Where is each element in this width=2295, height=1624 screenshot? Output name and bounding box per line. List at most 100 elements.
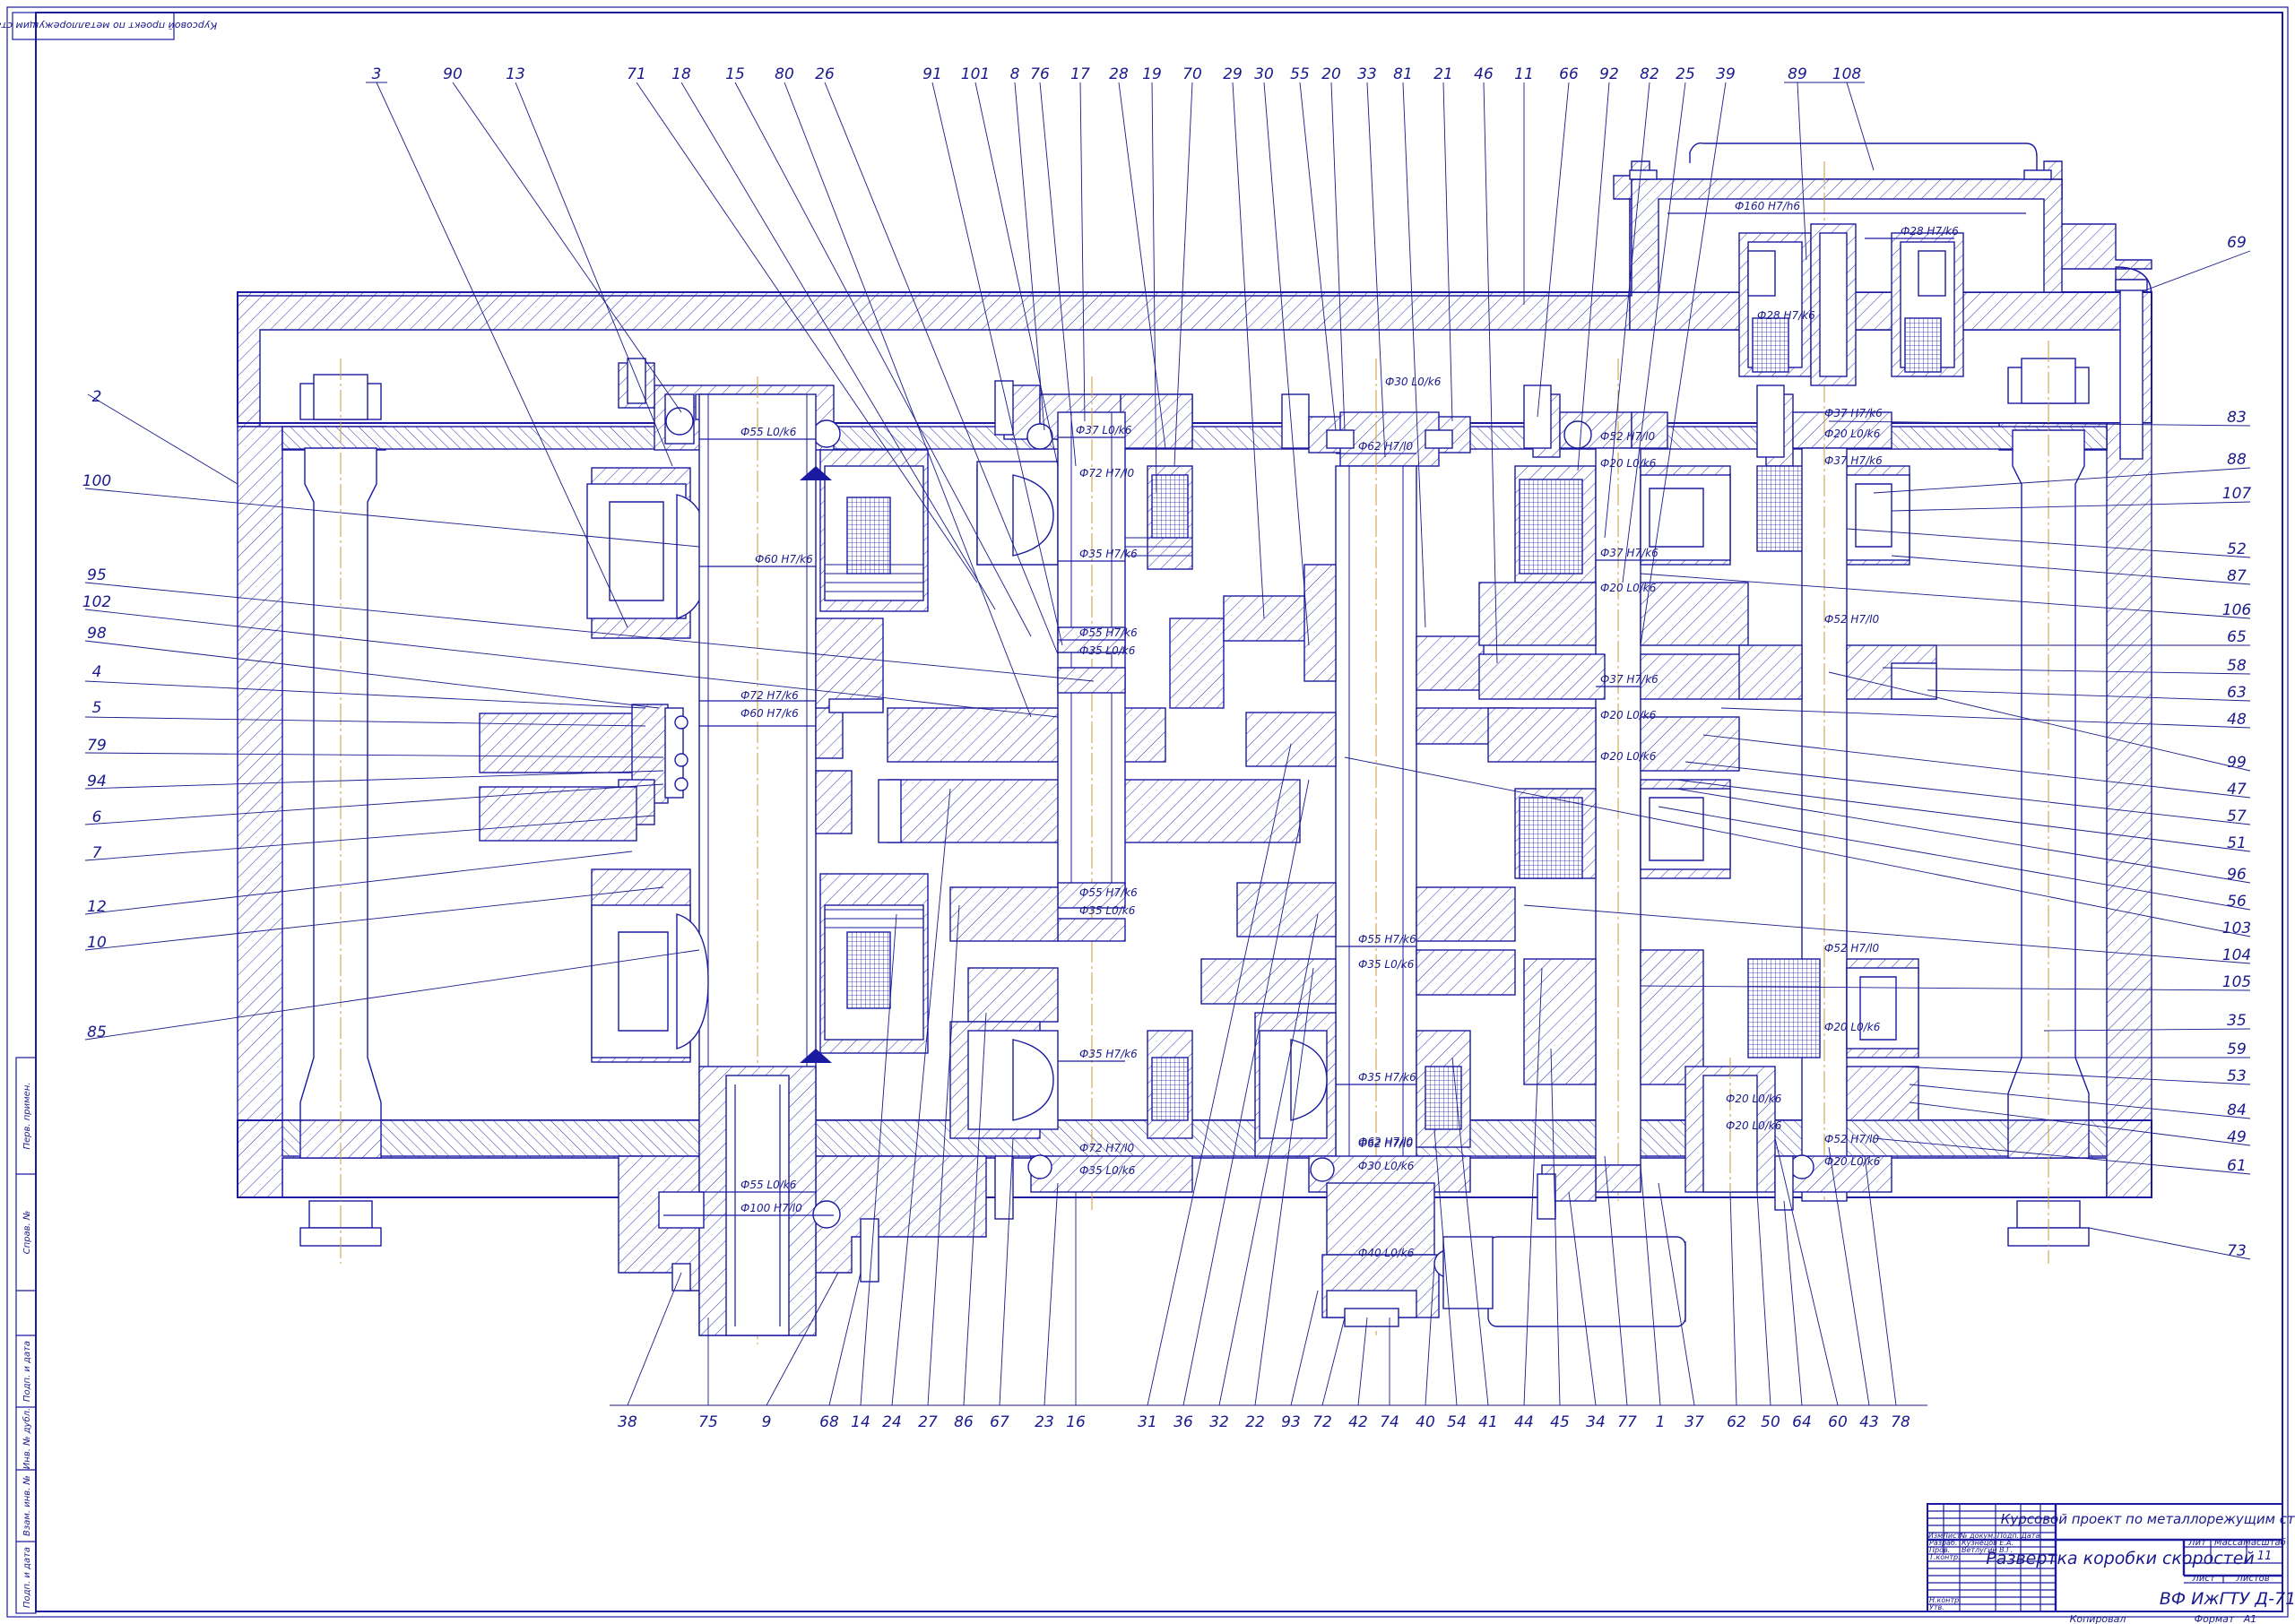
part-label: 38	[618, 1413, 637, 1431]
part-label: 88	[2227, 451, 2247, 469]
part-label: 52	[2227, 540, 2247, 558]
svg-text:Взам. инв. №: Взам. инв. №	[22, 1475, 32, 1536]
part-label: 54	[1447, 1413, 1467, 1431]
part-label: 7	[92, 844, 102, 862]
svg-text:Подп. и дата: Подп. и дата	[22, 1341, 32, 1402]
part-label: 65	[2227, 628, 2247, 646]
part-label: 103	[2222, 920, 2251, 937]
part-label: 43	[1859, 1413, 1879, 1431]
part-label: 50	[1761, 1413, 1780, 1431]
part-label: 34	[1586, 1413, 1606, 1431]
title-block-drawing-name: Развертка коробки скоростей	[1986, 1549, 2255, 1568]
part-label: 41	[1478, 1413, 1498, 1431]
svg-text:Ф20 L0/k6: Ф20 L0/k6	[1824, 1155, 1881, 1168]
part-label: 90	[443, 65, 463, 83]
part-label: 91	[922, 65, 942, 83]
svg-text:Ф55 L0/k6: Ф55 L0/k6	[740, 426, 797, 438]
corner-stamp-text: Курсовой проект по металлорежущим станка…	[0, 20, 217, 31]
part-label: 30	[1254, 65, 1274, 83]
part-label: 75	[698, 1413, 718, 1431]
svg-text:Ф52 H7/l0: Ф52 H7/l0	[1824, 1133, 1879, 1145]
part-label: 63	[2227, 684, 2247, 702]
svg-text:Подп. и дата: Подп. и дата	[22, 1547, 32, 1608]
part-label: 64	[1792, 1413, 1812, 1431]
part-label: 14	[851, 1413, 870, 1431]
part-label: 59	[2227, 1041, 2247, 1058]
svg-text:Ф20 L0/k6: Ф20 L0/k6	[1726, 1093, 1782, 1105]
svg-text:Ф60 H7/k6: Ф60 H7/k6	[755, 553, 813, 566]
svg-text:Ф20 L0/k6: Ф20 L0/k6	[1600, 582, 1657, 594]
svg-text:Дата: Дата	[2021, 1532, 2040, 1540]
part-label: 10	[87, 934, 107, 952]
outer-frame	[6, 6, 2289, 1618]
svg-text:Ф35 H7/k6: Ф35 H7/k6	[1079, 548, 1138, 560]
part-label: 61	[2227, 1157, 2247, 1175]
part-label: 72	[1312, 1413, 1332, 1431]
svg-text:Ф37 H7/k6: Ф37 H7/k6	[1600, 673, 1658, 686]
part-label: 49	[2227, 1128, 2247, 1146]
labels-top: 3 90 13 71 18 15 80 26 91 101 8 76 17 28…	[372, 65, 1862, 83]
svg-text:Ф37 L0/k6: Ф37 L0/k6	[1076, 424, 1132, 436]
svg-text:Ф20 L0/k6: Ф20 L0/k6	[1726, 1119, 1782, 1132]
part-label: 17	[1070, 65, 1090, 83]
part-label: 62	[1727, 1413, 1746, 1431]
part-label: 70	[1182, 65, 1202, 83]
part-label: 19	[1142, 65, 1162, 83]
part-label: 74	[1380, 1413, 1399, 1431]
shaft-3	[1200, 358, 1686, 1335]
part-label: 99	[2227, 754, 2247, 772]
format-value: A1	[2243, 1613, 2257, 1624]
part-label: 83	[2227, 409, 2247, 427]
svg-text:Ф62 H7/l0: Ф62 H7/l0	[1358, 1137, 1413, 1150]
svg-text:Ф35 L0/k6: Ф35 L0/k6	[1079, 904, 1136, 917]
svg-text:Разраб.: Разраб.	[1929, 1539, 1957, 1547]
part-label: 15	[725, 65, 745, 83]
part-label: 100	[82, 472, 111, 490]
part-label: 60	[1828, 1413, 1848, 1431]
leader-lines	[84, 82, 2251, 1406]
part-label: 84	[2227, 1101, 2247, 1119]
part-label: 89	[1788, 65, 1807, 83]
part-label: 6	[92, 808, 102, 826]
copied-label: Копировал	[2070, 1613, 2126, 1624]
svg-text:Подп.: Подп.	[1997, 1532, 2019, 1540]
part-label: 45	[1550, 1413, 1570, 1431]
title-block-sheet-count: 11	[2257, 1550, 2273, 1563]
svg-text:Ф20 L0/k6: Ф20 L0/k6	[1824, 428, 1881, 440]
left-strip: Перв. примен. Справ. № Подп. и дата Инв.…	[15, 1057, 37, 1614]
title-block-lit: Лит	[2187, 1538, 2207, 1548]
part-label: 102	[82, 593, 111, 611]
part-label: 31	[1138, 1413, 1157, 1431]
part-label: 77	[1617, 1413, 1637, 1431]
part-label: 68	[819, 1413, 839, 1431]
part-label: 80	[775, 65, 794, 83]
svg-text:Ф20 L0/k6: Ф20 L0/k6	[1824, 1021, 1881, 1033]
part-label: 101	[961, 65, 990, 83]
svg-text:Ф35 H7/k6: Ф35 H7/k6	[1079, 1048, 1138, 1060]
title-block-scale: Масштаб	[2243, 1537, 2286, 1548]
part-label: 47	[2227, 781, 2247, 799]
svg-text:Ф72 H7/l0: Ф72 H7/l0	[1079, 467, 1134, 479]
part-label: 39	[1716, 65, 1736, 83]
labels-bottom: 38 75 9 68 14 24 27 86 67 23 16 31 36 32…	[618, 1413, 1910, 1431]
title-block-organization: ВФ ИжГТУ Д-711	[2160, 1589, 2295, 1609]
part-label: 13	[506, 65, 525, 83]
part-label: 26	[815, 65, 835, 83]
svg-text:Ф37 H7/k6: Ф37 H7/k6	[1600, 547, 1658, 559]
svg-text:Ф60 H7/k6: Ф60 H7/k6	[740, 707, 799, 720]
part-label: 20	[1321, 65, 1341, 83]
part-label: 95	[87, 566, 107, 584]
tie-bolt-left	[299, 358, 382, 1264]
svg-text:Ф30 L0/k6: Ф30 L0/k6	[1385, 376, 1442, 388]
part-label: 48	[2227, 711, 2247, 729]
shaft-2	[949, 376, 1225, 1220]
svg-text:Ф28 H7/k6: Ф28 H7/k6	[1757, 309, 1815, 322]
part-label: 104	[2222, 946, 2251, 964]
svg-text:Ф72 H7/k6: Ф72 H7/k6	[740, 689, 799, 702]
part-label: 94	[87, 773, 107, 790]
part-label: 93	[1281, 1413, 1301, 1431]
inner-frame	[35, 12, 2283, 1612]
part-label: 87	[2227, 567, 2247, 585]
title-block: Курсовой проект по металлорежущим станка…	[1927, 1503, 2295, 1624]
svg-text:Ф52 H7/l0: Ф52 H7/l0	[1824, 613, 1879, 626]
